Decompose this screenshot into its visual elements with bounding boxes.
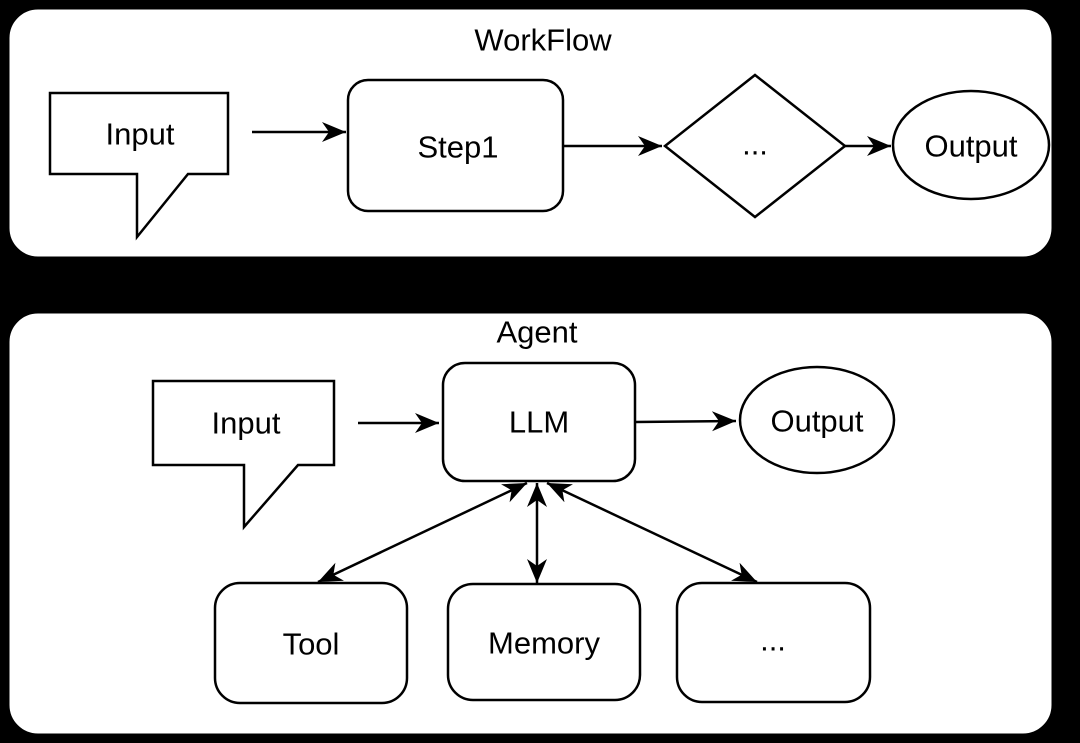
workflow-step1-label: Step1 (417, 130, 498, 165)
agent-memory-box (446, 582, 642, 702)
agent-edge-llm-tool (317, 481, 528, 584)
agent-input-callout (151, 379, 336, 531)
workflow-output-label: Output (924, 129, 1017, 164)
agent-more-label: ... (760, 623, 786, 658)
agent-input-label: Input (212, 406, 281, 441)
agent-edge-llm-more (546, 481, 758, 584)
workflow-output-ellipse (891, 89, 1051, 201)
agent-tool-label: Tool (283, 627, 340, 662)
agent-llm-label: LLM (509, 405, 569, 440)
agent-panel: Agent Input LLM Output Tool Memory ... (6, 310, 1055, 737)
agent-tool-box (213, 581, 409, 705)
agent-output-ellipse (738, 365, 896, 475)
agent-more-box (675, 581, 872, 704)
agent-output-label: Output (770, 404, 863, 439)
workflow-decision-label: ... (742, 127, 768, 162)
agent-memory-label: Memory (488, 626, 600, 661)
workflow-input-callout (48, 91, 230, 241)
workflow-panel: WorkFlow Input Step1 ... Output (6, 6, 1055, 260)
workflow-input-label: Input (106, 117, 175, 152)
agent-panel-title: Agent (496, 315, 577, 350)
workflow-panel-title: WorkFlow (474, 23, 612, 58)
agent-edge-llm-output (634, 411, 737, 432)
